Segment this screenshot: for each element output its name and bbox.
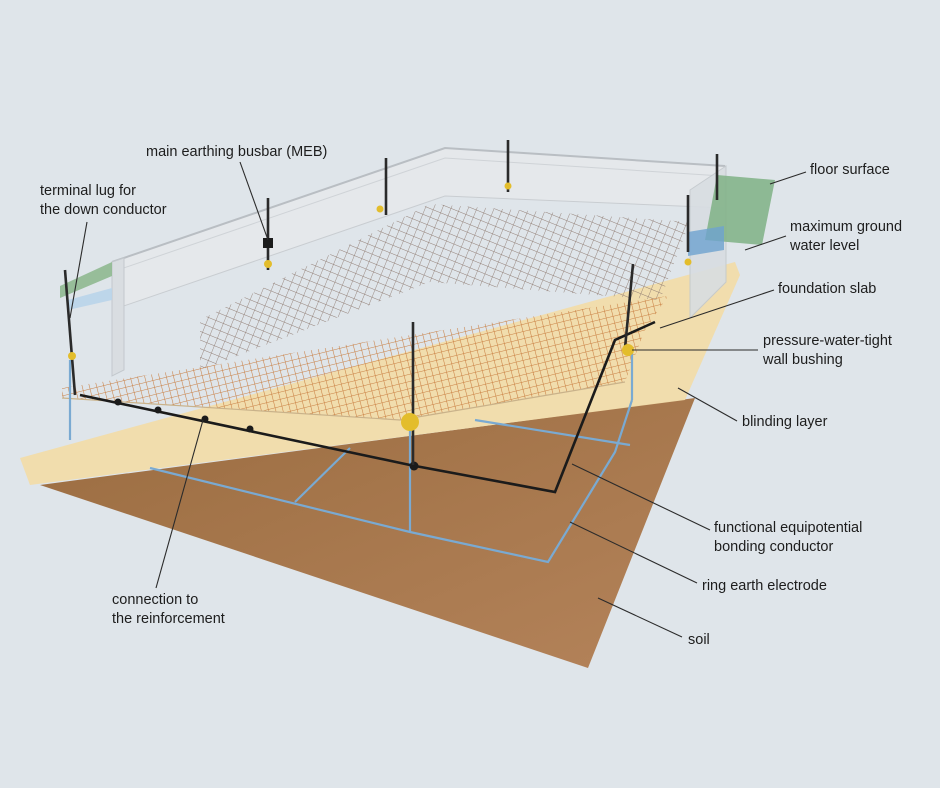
leader-lines	[69, 161, 807, 638]
ring-earth-electrode	[68, 350, 634, 564]
label-terminal-lug: terminal lug for the down conductor	[40, 183, 167, 218]
label-connection-reinforcement: connection to the reinforcement	[112, 592, 225, 627]
label-bonding-conductor: functional equipotential bonding conduct…	[714, 520, 863, 555]
water-level-band	[688, 226, 724, 256]
floor-surface-left	[60, 262, 112, 298]
label-meb: main earthing busbar (MEB)	[146, 144, 328, 160]
meb-box	[263, 238, 273, 248]
reinforcement-mesh-front	[62, 296, 668, 420]
label-soil: soil	[688, 632, 710, 648]
label-blinding-layer: blinding layer	[742, 414, 828, 430]
left-wall	[111, 257, 125, 377]
label-ring-earth-electrode: ring earth electrode	[702, 578, 827, 594]
bonding-conductor	[79, 320, 656, 494]
label-foundation-slab: foundation slab	[778, 281, 877, 297]
water-level-left	[68, 288, 112, 310]
label-floor-surface: floor surface	[810, 162, 890, 178]
label-max-ground-water: maximum ground water level	[790, 219, 903, 254]
reinforcement-mesh-back	[200, 204, 690, 370]
soil-layer	[40, 398, 695, 668]
wall-bushings	[68, 182, 692, 431]
label-wall-bushing: pressure-water-tight wall bushing	[763, 333, 892, 368]
